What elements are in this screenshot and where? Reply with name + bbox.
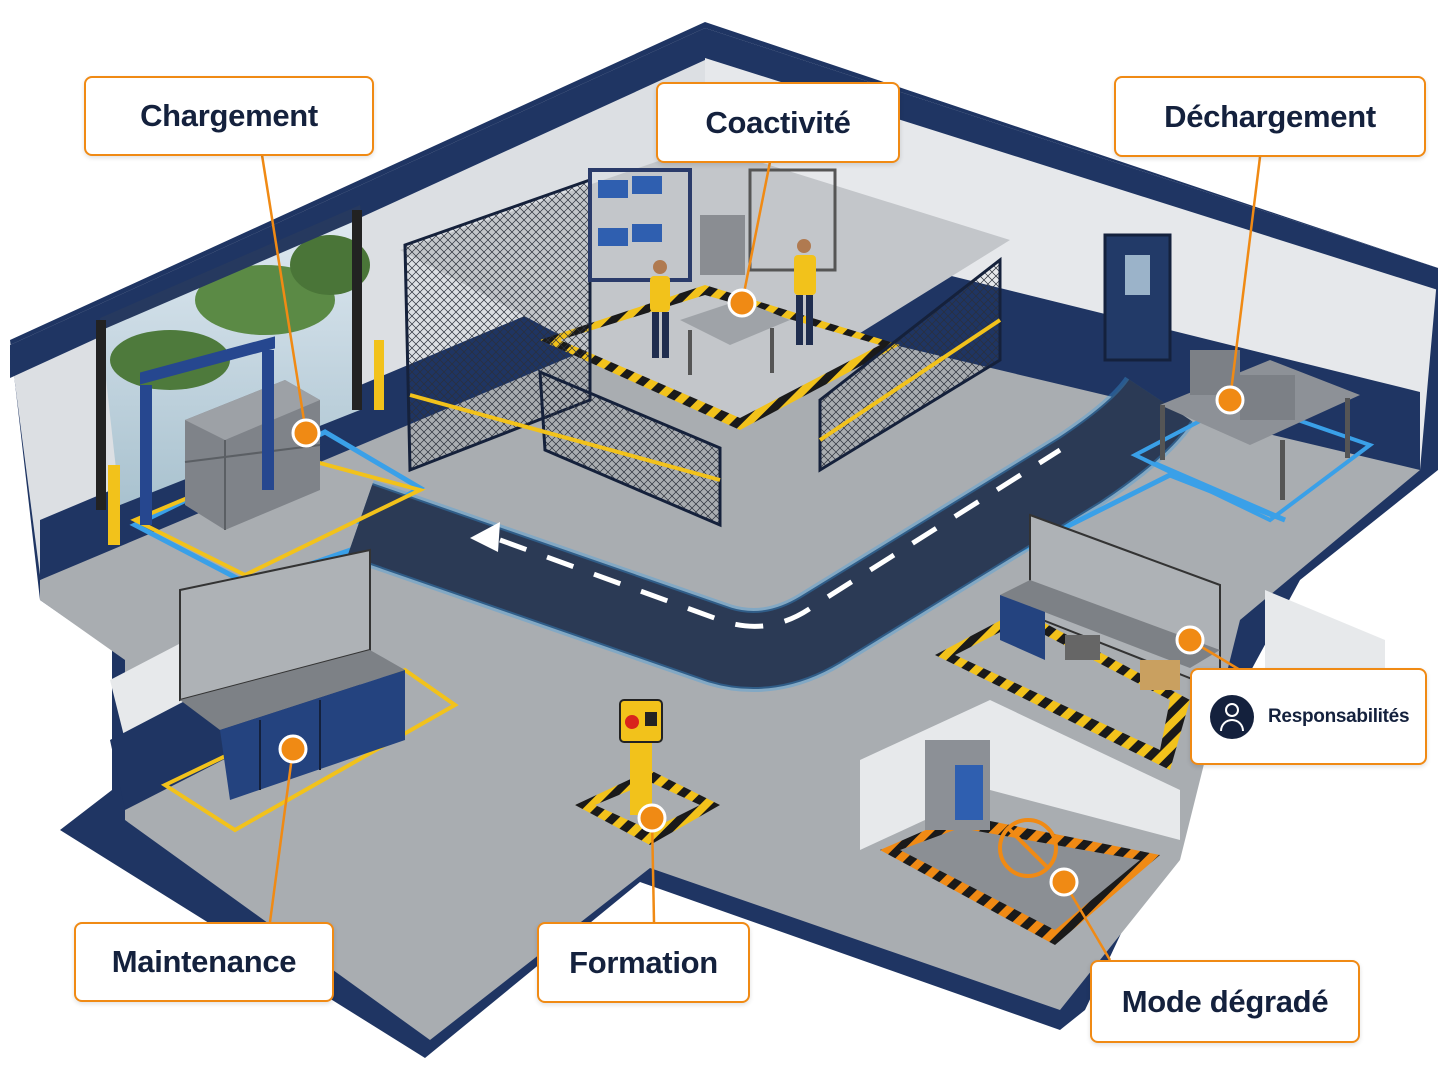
emergency-button-icon (625, 715, 639, 729)
degraded-mode-zone (860, 700, 1180, 945)
callout-coactivite: Coactivité (656, 82, 900, 163)
callout-formation-label: Formation (569, 944, 718, 980)
loading-door (96, 205, 370, 510)
callout-mode-degrade-label: Mode dégradé (1121, 983, 1329, 1019)
leader-lines (260, 154, 1262, 961)
maintenance-workbench (110, 548, 459, 833)
callout-dots (278, 288, 1245, 897)
no-entry-person-icon (998, 818, 1058, 878)
callout-coactivite-label: Coactivité (705, 104, 851, 140)
loading-pallet (108, 336, 426, 578)
callout-chargement-label: Chargement (140, 98, 318, 133)
coactivity-cage (400, 145, 1010, 528)
callout-dechargement-label: Déchargement (1164, 98, 1376, 134)
callout-formation: Formation (537, 922, 750, 1003)
callout-dechargement: Déchargement (1114, 76, 1426, 157)
callout-maintenance: Maintenance (74, 922, 334, 1002)
unloading-conveyor (1130, 350, 1375, 523)
callout-responsabilites: Responsabilités (1190, 668, 1427, 765)
worker-right (794, 239, 816, 345)
callout-chargement: Chargement (84, 76, 374, 156)
callout-mode-degrade: Mode dégradé (1090, 960, 1360, 1043)
callout-responsabilites-label: Responsabilités (1268, 705, 1410, 727)
worker-left (650, 260, 670, 358)
person-icon (1210, 694, 1254, 739)
callout-maintenance-label: Maintenance (111, 944, 297, 979)
direction-arrow (470, 522, 500, 552)
side-door (1103, 233, 1172, 362)
